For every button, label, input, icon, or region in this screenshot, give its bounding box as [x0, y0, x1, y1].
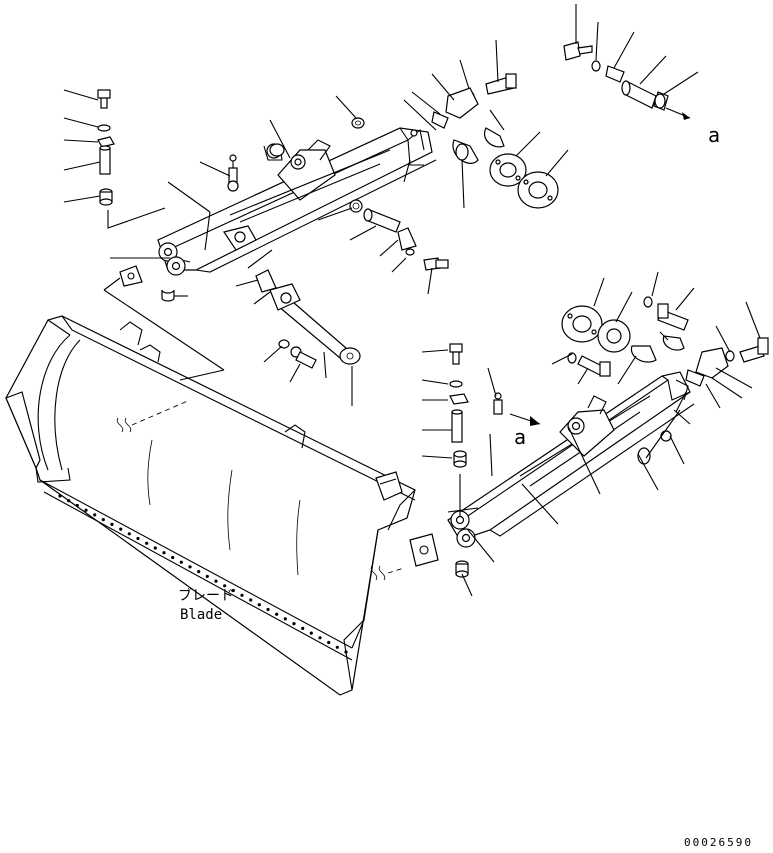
bolt-hole [283, 617, 287, 621]
bearing-flange-1 [489, 153, 527, 187]
bolt-hole [119, 527, 123, 531]
bolt-hole [67, 499, 71, 503]
lower-right-bearing-group [551, 271, 769, 425]
drawing-number: 00026590 [684, 836, 753, 849]
bolt-hole [327, 640, 331, 645]
bearing-flange-2 [517, 171, 559, 209]
bolt-hole [205, 574, 209, 579]
upper-left-pin-group [269, 143, 449, 295]
cutting-edge-bolt-holes [58, 494, 348, 654]
bolt-hole [240, 593, 244, 597]
left-fastener-stack [97, 89, 170, 259]
bearing-flange-4 [597, 319, 631, 353]
bolt-hole [231, 588, 235, 593]
upper-right-parts [403, 4, 699, 209]
bolt-hole [145, 541, 149, 545]
bolt-hole [257, 603, 261, 607]
blade-label-jp: ブレード [178, 587, 234, 604]
bolt-hole [127, 532, 131, 536]
right-fastener-stack [421, 343, 473, 597]
left-push-arm [119, 117, 437, 302]
bolt-hole [344, 650, 348, 654]
bearing-flange-3 [561, 305, 603, 343]
bolt-hole [214, 579, 218, 583]
bolt-hole [292, 622, 296, 626]
bolt-hole [249, 598, 253, 602]
bolt-hole [75, 503, 79, 508]
bolt-hole [266, 607, 270, 612]
bolt-hole [84, 508, 88, 512]
blade [5, 315, 416, 696]
bolt-hole [309, 631, 313, 635]
blade-label-en: Blade [180, 607, 222, 623]
bolt-hole [188, 565, 192, 569]
bolt-hole [179, 560, 183, 564]
bolt-hole [335, 645, 339, 649]
bolt-hole [153, 546, 157, 550]
bolt-hole [162, 551, 166, 555]
bolt-hole [223, 584, 227, 588]
ref-mark-a-lower: a [514, 425, 526, 449]
bolt-hole [93, 513, 97, 517]
right-push-arm [447, 371, 695, 548]
bolt-hole [110, 522, 114, 527]
bolt-hole [301, 626, 305, 631]
tilt-link-rod [235, 269, 361, 406]
bolt-hole [171, 555, 175, 560]
bolt-hole [318, 636, 322, 640]
shim-block-right [409, 533, 439, 567]
ref-arrow-lower [509, 413, 541, 426]
bolt-hole [101, 518, 105, 522]
lower-right-leaders [467, 367, 685, 563]
upper-left-leaders [63, 89, 411, 381]
bolt-hole [275, 612, 279, 616]
ref-mark-a-upper: a [708, 123, 720, 147]
bolt-hole [136, 536, 140, 541]
bolt-hole [197, 570, 201, 574]
bolt-hole [58, 494, 62, 498]
